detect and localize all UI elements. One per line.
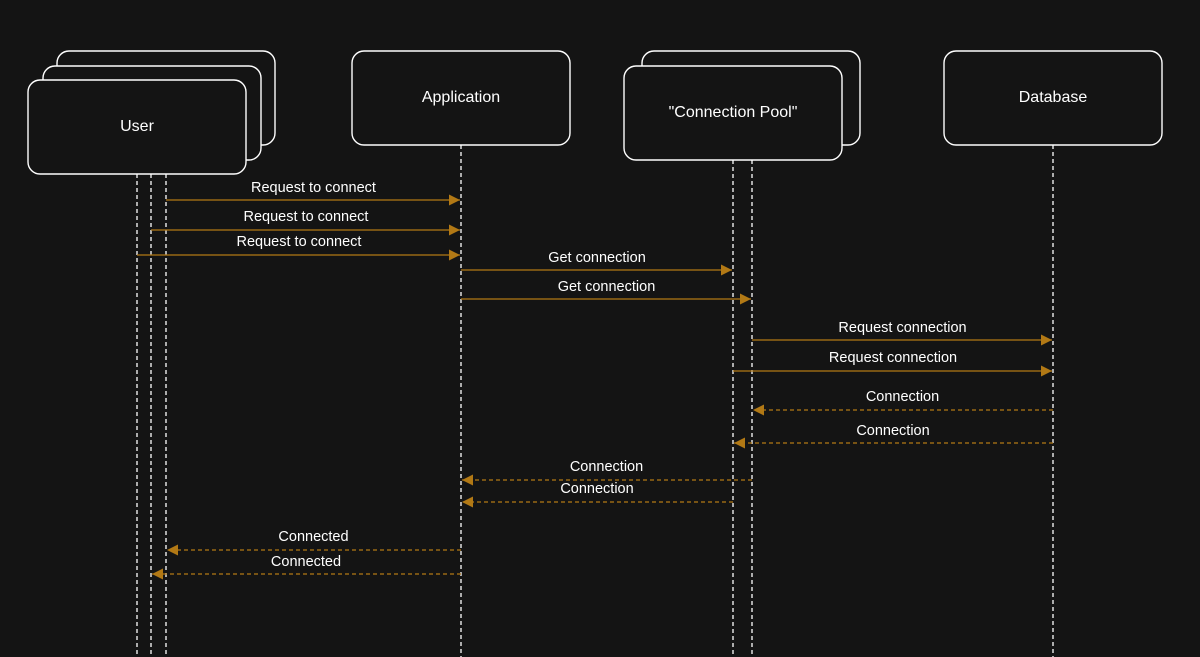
message-label-6: Request connection [838,320,966,336]
message-label-13: Connected [271,554,341,570]
user-label: User [120,118,154,135]
message-label-8: Connection [866,389,939,405]
message-label-7: Request connection [829,350,957,366]
message-label-2: Request to connect [244,209,369,225]
user-box-3 [27,79,247,175]
message-label-12: Connected [278,529,348,545]
message-label-11: Connection [560,481,633,497]
message-label-3: Request to connect [237,234,362,250]
database-box-1 [943,50,1163,146]
database-label: Database [1019,89,1088,106]
message-label-1: Request to connect [251,180,376,196]
message-label-9: Connection [856,423,929,439]
application-box-1 [351,50,571,146]
message-label-5: Get connection [558,279,656,295]
application-label: Application [422,89,500,106]
pool-label: "Connection Pool" [669,104,798,121]
pool-box-2 [623,65,843,161]
message-label-10: Connection [570,459,643,475]
message-label-4: Get connection [548,250,646,266]
